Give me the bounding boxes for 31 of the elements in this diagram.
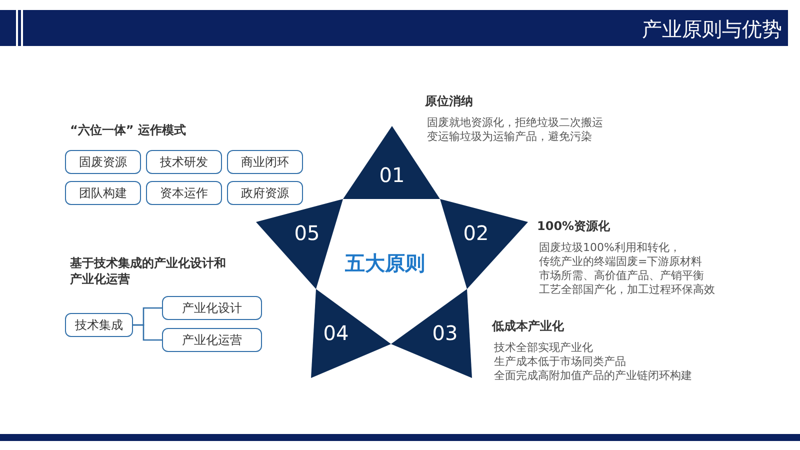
option-box: 技术研发 (146, 150, 222, 174)
bracket-connector (133, 324, 162, 341)
principle-description: 固废就地资源化，拒绝垃圾二次搬运 (427, 115, 603, 130)
section-heading: 基于技术集成的产业化设计和产业化运营 (70, 255, 227, 287)
option-box: 政府资源 (227, 181, 303, 205)
center-title: 五大原则 (345, 250, 425, 277)
option-box: 产业化运营 (162, 328, 262, 352)
principle-heading: 原位消纳 (425, 93, 473, 110)
principle-description: 固废垃圾100%利用和转化， (539, 240, 680, 255)
option-box: 商业闭环 (227, 150, 303, 174)
principle-description: 传统产业的终端固废=下游原材料 (539, 254, 702, 269)
principle-description: 工艺全部国产化，加工过程环保高效 (539, 282, 715, 297)
point-number: 05 (294, 221, 320, 245)
principle-heading: 低成本产业化 (492, 318, 564, 335)
principle-description: 技术全部实现产业化 (494, 340, 593, 355)
point-number: 01 (379, 163, 405, 187)
page-title: 产业原则与优势 (642, 16, 782, 43)
option-box: 产业化设计 (162, 296, 262, 320)
point-number: 04 (323, 321, 349, 345)
point-number: 03 (432, 321, 458, 345)
principle-description: 全面完成高附加值产品的产业链闭环构建 (494, 368, 692, 383)
option-box: 固废资源 (65, 150, 141, 174)
option-box: 团队构建 (65, 181, 141, 205)
principle-description: 生产成本低于市场同类产品 (494, 354, 626, 369)
option-box: 技术集成 (65, 313, 133, 337)
option-box: 资本运作 (146, 181, 222, 205)
principle-heading: 100%资源化 (537, 218, 610, 235)
principle-description: 变运输垃圾为运输产品，避免污染 (427, 129, 592, 144)
section-heading: “六位一体” 运作模式 (70, 122, 186, 138)
point-number: 02 (463, 221, 489, 245)
principle-description: 市场所需、高价值产品、产销平衡 (539, 268, 704, 283)
